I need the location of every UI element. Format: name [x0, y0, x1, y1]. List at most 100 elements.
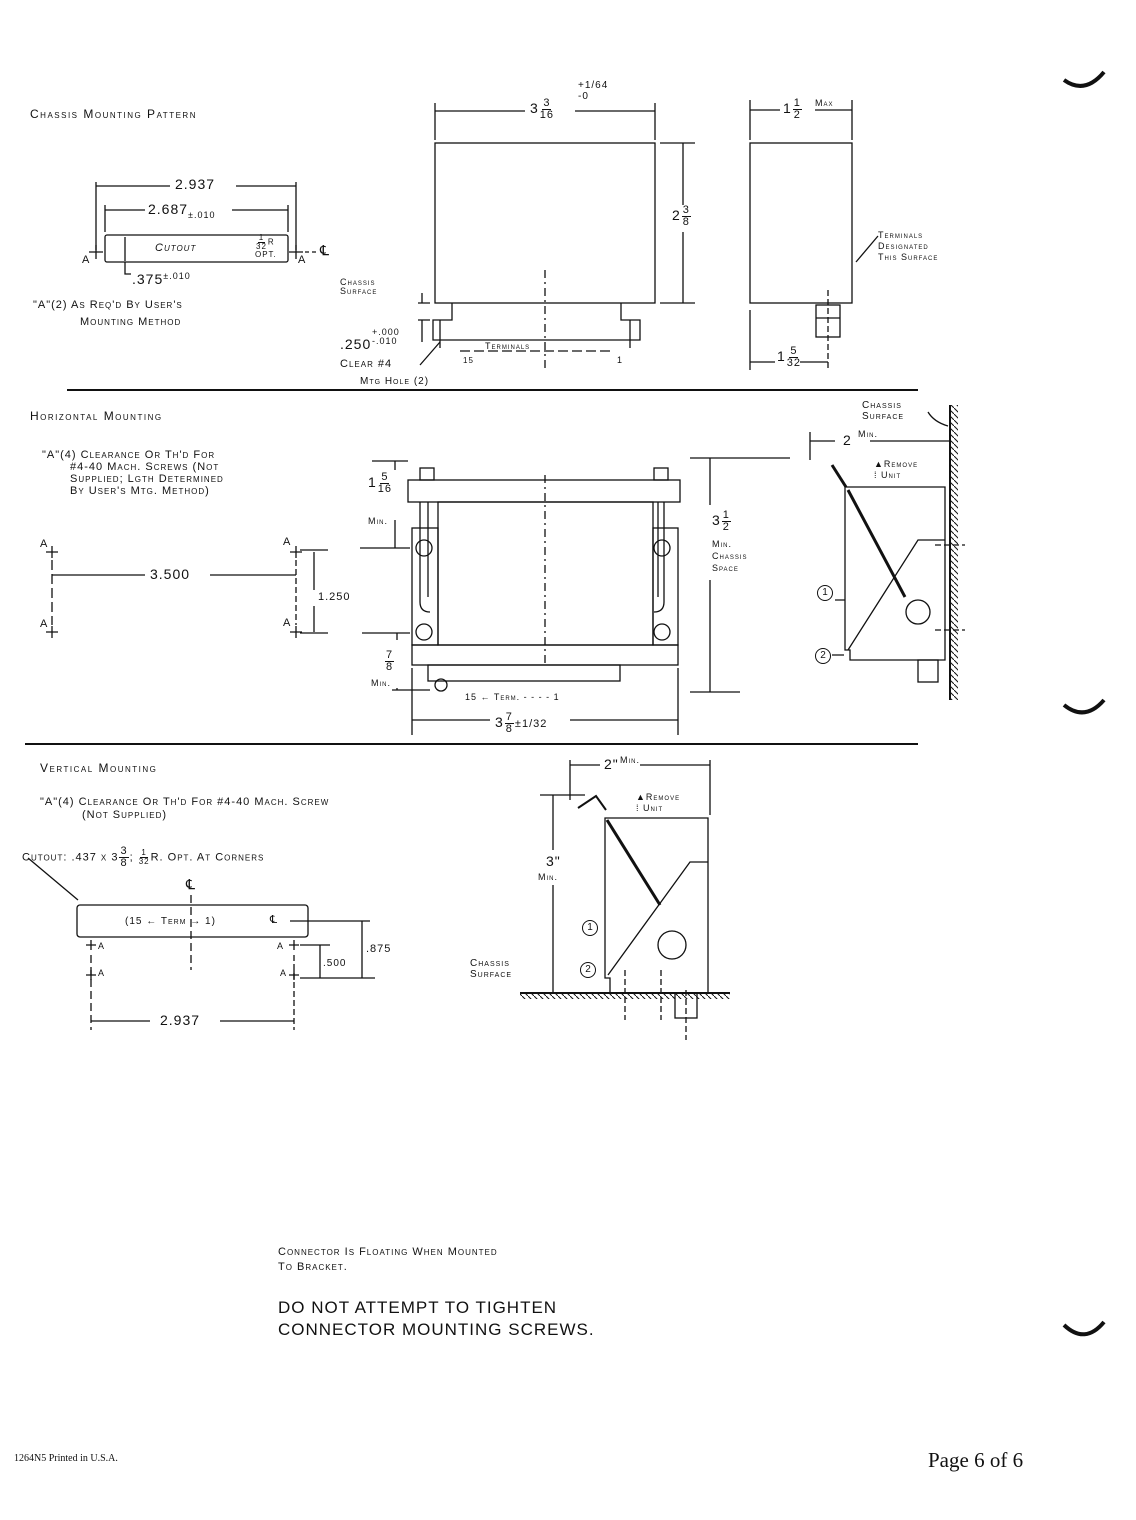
dim-500: .500	[323, 958, 347, 969]
whole: 3	[495, 714, 504, 731]
section-title-horizontal: Horizontal Mounting	[30, 409, 163, 423]
dim-value: .375	[132, 271, 164, 287]
label-line: ▲Remove	[636, 792, 681, 802]
label-line: Surface	[862, 411, 905, 422]
note-line: Connector Is Floating When Mounted	[278, 1246, 498, 1258]
hole-a: A	[283, 617, 292, 629]
frac-den: 16	[539, 109, 555, 121]
whole: 3	[530, 100, 539, 117]
note-line: Supplied; Lgth Determined	[70, 473, 224, 485]
whole: 3	[712, 512, 721, 529]
label-line: ⁞ Unit	[874, 470, 902, 480]
hole-a: A	[40, 538, 49, 550]
dim-value: 2.687	[148, 201, 189, 217]
note-line: #4-40 Mach. Screws (Not	[70, 461, 220, 473]
note-a2-line1: "A"(2) As Req'd By User's	[33, 299, 183, 311]
section-title-chassis-pattern: Chassis Mounting Pattern	[30, 107, 197, 121]
hole-a: A	[277, 941, 285, 951]
frac-den: 2	[793, 109, 801, 121]
frac-den: 32	[138, 857, 150, 866]
front-view-drawing	[418, 103, 695, 370]
callout-number: 2	[815, 648, 831, 664]
note-line: "A"(4) Clearance Or Th'd For #4-40 Mach.…	[40, 796, 330, 808]
dim-tolerance: ±.010	[163, 271, 191, 281]
note-line: Min.	[712, 539, 732, 549]
binder-holes	[1062, 70, 1106, 1337]
callout-number: 1	[582, 920, 598, 936]
frac-num: 7	[385, 649, 395, 662]
callout-number: 1	[817, 585, 833, 601]
frac-num: 1	[721, 509, 731, 522]
dim-height: 3"	[546, 853, 561, 869]
note-line: "A"(4) Clearance Or Th'd For	[42, 449, 216, 461]
label-line: ⁞ Unit	[636, 803, 664, 813]
hole-a: A	[283, 536, 292, 548]
dim-overall: 2.937	[175, 176, 216, 192]
note-a2-line2: Mounting Method	[80, 316, 182, 328]
label-line: Chassis	[470, 958, 510, 969]
hole-a-right: A	[298, 254, 307, 266]
frac-num: 7	[504, 711, 514, 724]
frac-num: 5	[380, 471, 390, 484]
print-code: 1264N5 Printed in U.S.A.	[14, 1453, 118, 1464]
min-label: Min.	[620, 755, 640, 765]
horizontal-pattern-drawing	[46, 546, 328, 638]
tol-plus: +.000	[372, 327, 400, 337]
note-a4-horizontal: "A"(4) Clearance Or Th'd For#4-40 Mach. …	[42, 449, 224, 497]
frac-num: 3	[119, 845, 129, 858]
chassis-pattern-drawing	[89, 182, 317, 275]
horizontal-assembly-drawing	[360, 457, 790, 735]
frac-den: 2	[722, 521, 730, 533]
remove-unit-label: ▲Remove⁞ Unit	[874, 459, 918, 481]
dim-875: .875	[366, 943, 392, 955]
terminals-label: Terminals	[485, 341, 531, 351]
dim-flange-tolerance: +.000-.010	[372, 328, 400, 346]
cutout-label: Cutout	[155, 242, 197, 254]
centerline-symbol: ℄	[270, 914, 279, 926]
dim-spacing: 3.500	[150, 566, 191, 582]
clear-hole-line2: Mtg Hole (2)	[360, 376, 430, 387]
page-number: Page 6 of 6	[928, 1448, 1024, 1472]
remove-unit-label: ▲Remove⁞ Unit	[636, 792, 680, 814]
note-line: Designated	[878, 241, 929, 251]
horizontal-side-drawing	[809, 405, 965, 700]
section-title-vertical: Vertical Mounting	[40, 761, 158, 775]
dim-offset: .375±.010	[132, 270, 191, 286]
terminal-1: 1	[617, 355, 624, 365]
clear-hole-line1: Clear #4	[340, 358, 393, 370]
radius-suffix: R	[267, 237, 275, 247]
frac-num: 1	[140, 848, 148, 858]
note-line: This Surface	[878, 252, 939, 262]
hole-a-left: A	[82, 254, 91, 266]
frac-num: 3	[542, 97, 552, 110]
hole-a: A	[40, 618, 49, 630]
tol-minus: -.010	[372, 336, 398, 346]
dim-depth-max: Max	[815, 98, 834, 108]
frac-num: 3	[681, 204, 691, 217]
min-label: Min.	[371, 678, 391, 688]
note-line: (Not Supplied)	[82, 809, 168, 821]
side-view-drawing	[749, 100, 879, 370]
centerline-symbol: ℄	[186, 876, 196, 892]
label-line: Surface	[470, 969, 513, 980]
terminal-range: 15 ← Term. - - - - 1	[465, 692, 560, 702]
tol-plus: +1/64	[578, 80, 609, 91]
terminal-15: 15	[463, 356, 474, 365]
dim-tolerance: ±1/32	[514, 718, 548, 731]
whole: 1	[777, 348, 786, 365]
tol-minus: -0	[578, 91, 589, 102]
vertical-pattern-drawing	[27, 857, 375, 1030]
note-line: Chassis	[712, 551, 748, 561]
callout-2: 2	[580, 962, 596, 978]
